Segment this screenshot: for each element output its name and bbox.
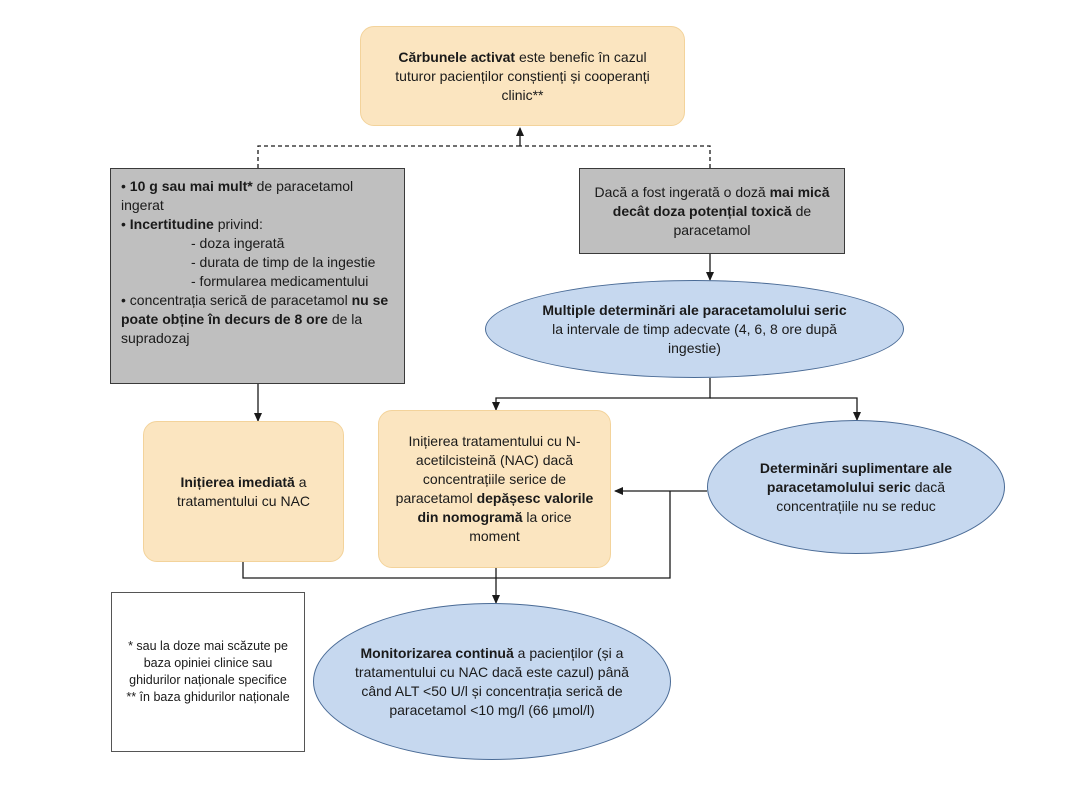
- bullet-2: •: [121, 216, 130, 232]
- sub-item-dose: - doza ingerată: [191, 235, 285, 251]
- concentration-tail: de la supradozaj: [121, 311, 363, 346]
- dashed-connector-right: [520, 145, 711, 168]
- multiple-determinations-ellipse: Multiple determinări ale paracetamolului…: [485, 280, 904, 378]
- activated-charcoal-box: Cărbunele activat este benefic în cazul …: [360, 26, 685, 126]
- monitor-text: a pacienților (și a tratamentului cu NAC…: [355, 644, 629, 718]
- footnote-box: * sau la doze mai scăzute pe baza opinie…: [111, 592, 305, 752]
- low-dose-post: de paracetamol: [673, 202, 812, 238]
- dashed-connector-left: [257, 145, 520, 168]
- sub-item-formulation: - formularea medicamentului: [191, 273, 369, 289]
- low-dose-box: Dacă a fost ingerată o doză mai mică dec…: [579, 168, 845, 254]
- immediate-text: a tratamentului cu NAC: [176, 473, 311, 509]
- bullet-1: •: [121, 178, 130, 194]
- sub-item-time: - durata de timp de la ingestie: [191, 254, 376, 270]
- nac-pre: Inițierea tratamentului cu N-acetilciste…: [395, 433, 581, 506]
- multiple-text: la intervale de timp adecvate (4, 6, 8 o…: [552, 320, 837, 356]
- extra-text: dacă concentrațiile nu se reduc: [776, 478, 946, 514]
- uncertainty-text: privind:: [213, 216, 263, 232]
- monitoring-ellipse: Monitorizarea continuă a pacienților (și…: [313, 603, 671, 760]
- dose-text: de paracetamol ingerat: [121, 178, 354, 213]
- charcoal-bold: Cărbunele activat: [398, 48, 516, 65]
- high-dose-criteria-box: • 10 g sau mai mult* de paracetamol inge…: [110, 168, 405, 384]
- immediate-nac-box: Inițierea imediată a tratamentului cu NA…: [143, 421, 344, 562]
- extra-bold: Determinări suplimentare ale paracetamol…: [759, 459, 953, 495]
- low-dose-bold: mai mică decât doza potențial toxică: [612, 183, 830, 219]
- concentration-bold: nu se poate obține în decurs de 8 ore: [121, 292, 389, 327]
- footnote-2: ** în baza ghidurilor naționale: [126, 690, 290, 704]
- split-to-extra: [710, 397, 861, 421]
- merge-from-immediate: [242, 491, 671, 579]
- extra-determinations-ellipse: Determinări suplimentare ale paracetamol…: [707, 420, 1005, 554]
- uncertainty-bold: Incertitudine: [129, 216, 214, 232]
- concentration-text: • concentrația serică de paracetamol: [121, 292, 352, 308]
- low-dose-pre: Dacă a fost ingerată o doză: [594, 183, 770, 200]
- nac-post: la orice moment: [469, 509, 572, 544]
- immediate-bold: Inițierea imediată: [180, 473, 295, 490]
- footnote-1: * sau la doze mai scăzute pe baza opinie…: [128, 639, 288, 687]
- dose-bold: 10 g sau mai mult*: [129, 178, 253, 194]
- nac-bold: depășesc valorile din nomogramă: [417, 490, 594, 525]
- charcoal-text: este benefic în cazul tuturor paciențilo…: [395, 48, 650, 103]
- nac-nomogram-box: Inițierea tratamentului cu N-acetilciste…: [378, 410, 611, 568]
- split-to-nac: [492, 378, 711, 411]
- multiple-bold: Multiple determinări ale paracetamolului…: [542, 301, 847, 318]
- monitor-bold: Monitorizarea continuă: [360, 644, 514, 661]
